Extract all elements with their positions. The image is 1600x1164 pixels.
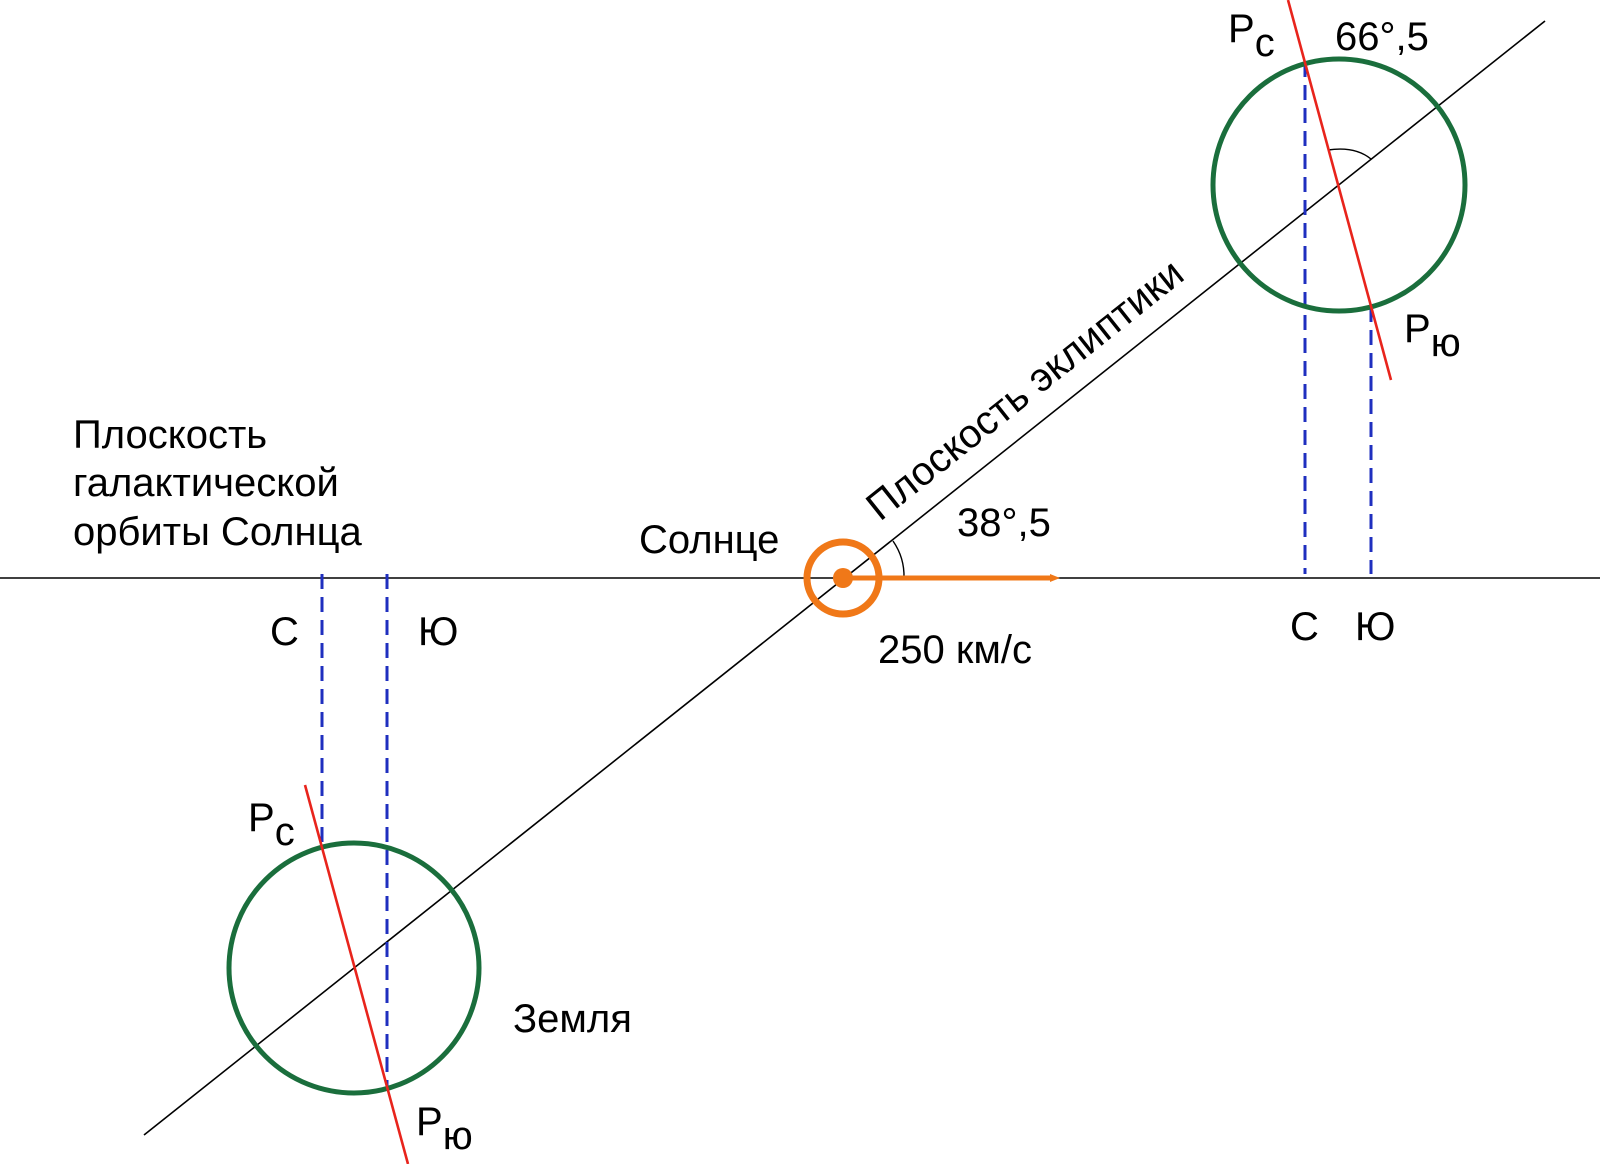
north-pole-label-left: Рс [248,796,295,854]
earth-label: Земля [513,997,632,1041]
ecliptic-angle-label: 38°,5 [957,501,1051,545]
sun-label: Солнце [639,518,779,562]
south-pole-label-left: Рю [416,1100,473,1158]
earth-left [226,574,482,1164]
south-pole-label-right: Рю [1404,307,1461,365]
galactic-plane-label-line-2: галактической [73,461,339,505]
south-label-right: Ю [1355,605,1395,649]
galactic-plane-label-line-3: орбиты Солнца [73,510,363,554]
axis-angle-arc [1327,148,1372,160]
north-pole-label-right: Рс [1228,7,1275,65]
rotation-axis-right [1286,0,1393,381]
south-label-left: Ю [418,610,458,654]
sun-center-dot [833,568,853,588]
galactic-plane-label-line-1: Плоскость [73,413,267,457]
ecliptic-plane-label: Плоскость эклиптики [858,251,1192,529]
sun-symbol [803,538,883,618]
ecliptic-angle-arc [892,540,905,579]
earth-right [1210,0,1468,574]
velocity-label: 250 км/с [878,628,1032,672]
earth-circle-left [226,840,482,1096]
axis-angle-label: 66°,5 [1335,15,1429,59]
earth-circle-right [1210,56,1468,314]
north-label-right: С [1290,605,1319,649]
north-label-left: С [270,610,299,654]
galactic-plane-label: Плоскость галактической орбиты Солнца [73,413,363,554]
rotation-axis-left [303,784,410,1164]
